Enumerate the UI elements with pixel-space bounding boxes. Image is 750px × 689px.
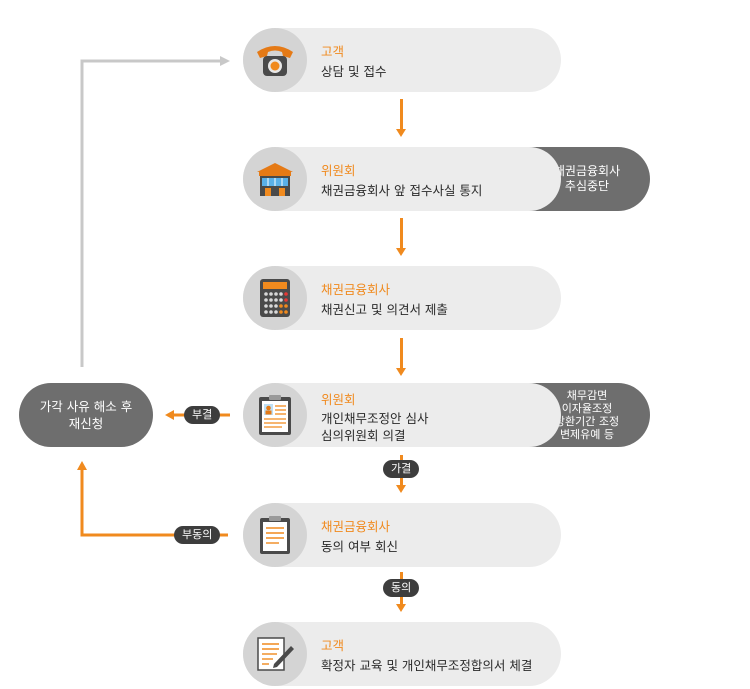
- arrowhead: [396, 485, 406, 493]
- reapply-line-1: 가각 사유 해소 후: [39, 399, 133, 414]
- step-consent: 채권금융회사 동의 여부 회신: [243, 503, 561, 567]
- step-desc: 상담 및 접수: [321, 64, 387, 79]
- step-desc: 채권금융회사 앞 접수사실 통지: [321, 183, 483, 198]
- side-line: 추심중단: [564, 179, 610, 193]
- arrowhead: [396, 248, 406, 256]
- document-pen-icon: [243, 622, 307, 686]
- step-actor: 고객: [321, 638, 345, 653]
- connector-1-2: [400, 99, 403, 129]
- connector-3-4: [400, 338, 403, 368]
- building-icon: [243, 147, 307, 211]
- step-agreement: 고객 확정자 교육 및 개인채무조정합의서 체결: [243, 622, 561, 686]
- arrowhead: [396, 368, 406, 376]
- tag-reject: 부결: [184, 406, 221, 424]
- side-line: 이자율조정: [561, 402, 613, 415]
- step-desc: 확정자 교육 및 개인채무조정합의서 체결: [321, 658, 533, 673]
- tag-agree: 동의: [383, 579, 420, 597]
- step-review: 위원회 개인채무조정안 심사 심의위원회 의결: [243, 383, 561, 447]
- arrowhead: [396, 129, 406, 137]
- step-actor: 위원회: [321, 392, 356, 407]
- arrowhead: [396, 604, 406, 612]
- step-claim-report: 채권금융회사 채권신고 및 의견서 제출: [243, 266, 561, 330]
- step-actor: 고객: [321, 44, 345, 59]
- side-line: 채무감면: [566, 389, 608, 402]
- step-desc: 개인채무조정안 심사: [321, 411, 429, 426]
- tag-approve: 가결: [383, 460, 420, 478]
- step-actor: 채권금융회사: [321, 282, 391, 297]
- step-desc: 동의 여부 회신: [321, 539, 398, 554]
- step-desc: 심의위원회 의결: [321, 428, 406, 443]
- clipboard-document-icon: [243, 503, 307, 567]
- phone-icon: [243, 28, 307, 92]
- side-line: 채권금융회사: [553, 164, 621, 178]
- connector-2-3: [400, 218, 403, 248]
- step-notification: 위원회 채권금융회사 앞 접수사실 통지: [243, 147, 561, 211]
- step-actor: 채권금융회사: [321, 519, 391, 534]
- clipboard-profile-icon: [243, 383, 307, 447]
- step-desc: 채권신고 및 의견서 제출: [321, 302, 448, 317]
- calculator-icon: [243, 266, 307, 330]
- side-line: 상환기간 조정: [554, 415, 620, 428]
- reapply-box: 가각 사유 해소 후 재신청: [19, 383, 153, 447]
- reapply-line-2: 재신청: [68, 416, 104, 431]
- step-consultation: 고객 상담 및 접수: [243, 28, 561, 92]
- side-line: 변제유예 등: [559, 428, 615, 441]
- step-actor: 위원회: [321, 163, 356, 178]
- tag-disagree: 부동의: [174, 526, 221, 544]
